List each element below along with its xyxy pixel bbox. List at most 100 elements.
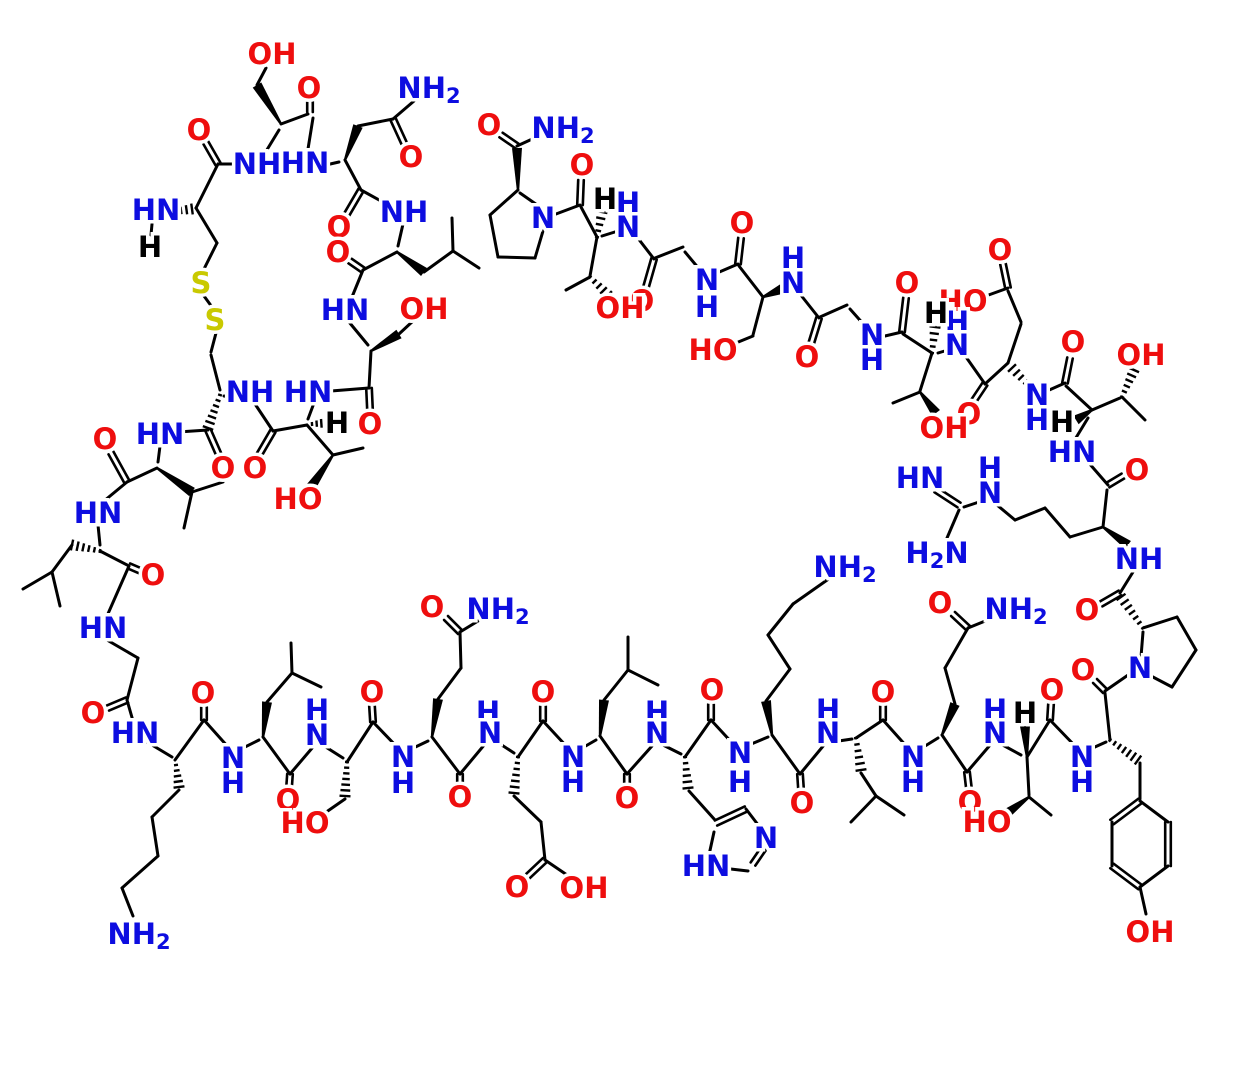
atom-label-nh: NH	[226, 375, 275, 409]
bond	[1138, 864, 1170, 889]
bond	[488, 213, 500, 259]
hash-bond	[1133, 754, 1143, 766]
bond	[575, 738, 598, 753]
atom-label-h: H	[978, 451, 1002, 485]
wedge-bond	[512, 147, 522, 191]
bond	[458, 742, 487, 776]
atom-label-o: O	[790, 786, 815, 820]
bond	[543, 858, 572, 879]
double-bond	[1051, 702, 1056, 722]
bond	[683, 250, 702, 272]
hash-bond	[1119, 598, 1130, 606]
double-bond	[284, 772, 289, 790]
bond	[261, 735, 292, 776]
bond	[265, 671, 294, 704]
bond	[120, 886, 135, 918]
hash-bond	[173, 785, 185, 789]
double-bond	[290, 772, 295, 790]
atom-label-h: H	[1025, 403, 1049, 437]
atom-label-h: H	[901, 765, 925, 799]
bond	[1170, 648, 1198, 689]
double-bond	[1105, 472, 1123, 484]
bond	[516, 719, 545, 759]
bond	[458, 616, 485, 634]
bond	[202, 718, 231, 750]
double-bond	[953, 610, 972, 628]
atom-label-h: H	[391, 766, 415, 800]
hash-bond	[514, 761, 521, 765]
double-bond	[128, 562, 146, 571]
atom-label-ho: HO	[281, 806, 330, 840]
double-bond	[202, 143, 217, 167]
bond	[367, 349, 373, 390]
atom-label-ho: HO	[939, 284, 988, 318]
double-bond	[1095, 677, 1109, 691]
atom-label-h: H	[325, 406, 349, 440]
double-bond	[1108, 477, 1126, 489]
bond	[145, 740, 174, 759]
atom-label-n: N	[645, 716, 669, 750]
wedge-bond	[396, 251, 427, 277]
bond	[874, 794, 906, 817]
bond	[1025, 718, 1052, 759]
hash-bond	[512, 773, 520, 777]
atom-label-hn: HN	[321, 293, 370, 327]
bond	[751, 295, 765, 337]
atom-label-o: O	[81, 696, 106, 730]
hash-bond	[599, 286, 608, 295]
bond	[496, 255, 537, 260]
atom-label-o: O	[570, 148, 595, 182]
double-bond	[1112, 801, 1143, 826]
atom-label-o: O	[399, 140, 424, 174]
bond	[289, 641, 294, 675]
hash-bond	[855, 767, 867, 773]
atom-label-nh2: NH2​	[813, 550, 876, 587]
bond	[320, 797, 347, 817]
atom-label-o: O	[141, 558, 166, 592]
hash-bond	[1012, 368, 1021, 377]
atom-label-ho: HO	[963, 805, 1012, 839]
bond	[263, 128, 281, 155]
bond	[361, 250, 399, 272]
atom-label-o: O	[326, 235, 351, 269]
bond	[350, 268, 365, 299]
wedge-bond	[1020, 725, 1030, 758]
bond	[965, 742, 993, 774]
bond	[1048, 718, 1079, 750]
bond	[173, 718, 206, 762]
bond	[854, 718, 885, 740]
double-bond	[367, 704, 372, 724]
hash-bond	[179, 206, 183, 215]
wedge-bond	[762, 284, 784, 299]
bond	[235, 738, 261, 753]
hash-bond	[1007, 363, 1017, 373]
bond	[541, 719, 570, 750]
hash-bond	[595, 216, 606, 221]
bond	[125, 466, 159, 484]
bond	[202, 294, 214, 309]
wedge-bond	[306, 454, 334, 490]
bond	[940, 733, 969, 774]
double-bond	[207, 140, 222, 164]
atom-label-nh: NH	[233, 147, 282, 181]
bond	[766, 633, 792, 671]
atom-label-h: H	[305, 693, 329, 727]
double-bond	[343, 187, 360, 214]
atom-label-n: N	[616, 210, 640, 244]
atom-label-h: H	[983, 693, 1007, 727]
bond	[50, 570, 62, 608]
atom-label-n: N	[728, 736, 752, 770]
bond	[518, 191, 542, 209]
bond	[1175, 615, 1198, 652]
bond	[194, 206, 219, 245]
bond	[125, 656, 140, 702]
bond	[918, 351, 934, 393]
bond	[288, 745, 315, 776]
bond	[96, 523, 102, 547]
atom-label-hn: HN	[79, 611, 128, 645]
hash-bond	[341, 783, 351, 787]
atom-label-h: H	[616, 186, 640, 220]
double-bond	[126, 567, 144, 576]
bond	[176, 428, 210, 434]
bond	[997, 741, 1023, 757]
